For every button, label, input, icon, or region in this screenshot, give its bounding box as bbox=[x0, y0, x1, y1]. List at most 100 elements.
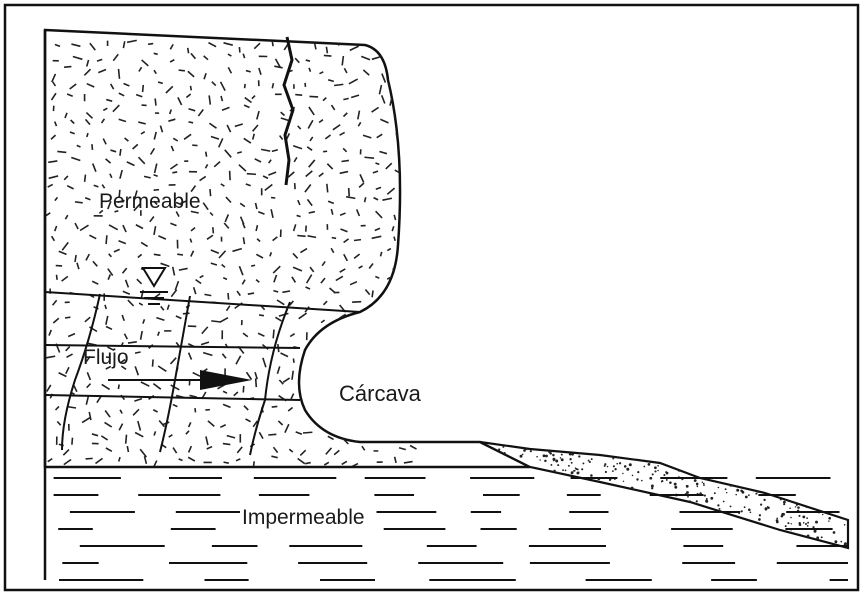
deposit-grain bbox=[769, 529, 771, 531]
deposit-grain bbox=[574, 470, 576, 472]
soil-dash bbox=[342, 160, 349, 161]
deposit-grain bbox=[716, 452, 718, 454]
deposit-grain bbox=[791, 439, 794, 442]
deposit-grain bbox=[817, 489, 819, 491]
deposit-grain bbox=[796, 489, 797, 490]
deposit-grain bbox=[822, 487, 825, 490]
deposit-grain bbox=[798, 515, 800, 517]
deposit-grain bbox=[820, 463, 822, 465]
deposit-grain bbox=[752, 480, 754, 482]
deposit-grain bbox=[553, 458, 556, 461]
deposit-grain bbox=[699, 530, 702, 533]
deposit-grain bbox=[525, 491, 528, 494]
deposit-grain bbox=[567, 532, 568, 533]
deposit-grain bbox=[767, 538, 770, 541]
deposit-grain bbox=[579, 547, 581, 549]
deposit-grain bbox=[791, 537, 793, 539]
deposit-grain bbox=[813, 490, 814, 491]
deposit-grain bbox=[649, 533, 651, 535]
deposit-grain bbox=[677, 441, 680, 444]
deposit-grain bbox=[756, 480, 758, 482]
deposit-grain bbox=[630, 529, 632, 531]
deposit-grain bbox=[566, 486, 568, 488]
deposit-grain bbox=[799, 453, 801, 455]
soil-dash bbox=[362, 434, 369, 435]
deposit-grain bbox=[686, 485, 689, 488]
deposit-grain bbox=[540, 523, 543, 526]
deposit-grain bbox=[561, 505, 562, 506]
deposit-grain bbox=[668, 514, 670, 516]
deposit-grain bbox=[599, 498, 601, 500]
deposit-grain bbox=[775, 530, 777, 532]
soil-dash bbox=[407, 319, 411, 322]
deposit-grain bbox=[810, 443, 812, 445]
deposit-grain bbox=[581, 518, 583, 520]
deposit-grain bbox=[555, 491, 557, 493]
deposit-grain bbox=[848, 479, 851, 482]
deposit-grain bbox=[518, 534, 519, 535]
deposit-grain bbox=[662, 498, 663, 499]
deposit-grain bbox=[542, 549, 544, 551]
deposit-grain bbox=[612, 445, 614, 447]
deposit-grain bbox=[500, 535, 503, 538]
deposit-grain bbox=[692, 444, 695, 447]
deposit-grain bbox=[785, 450, 787, 452]
soil-dash bbox=[385, 369, 392, 371]
deposit-grain bbox=[650, 462, 651, 463]
deposit-grain bbox=[696, 484, 698, 486]
deposit-grain bbox=[706, 526, 708, 528]
soil-dash bbox=[320, 334, 324, 338]
deposit-grain bbox=[669, 544, 671, 546]
deposit-grain bbox=[754, 451, 757, 454]
deposit-grain bbox=[572, 440, 574, 442]
soil-dash bbox=[188, 122, 193, 123]
deposit-grain bbox=[705, 542, 708, 545]
deposit-grain bbox=[643, 466, 645, 468]
deposit-grain bbox=[611, 531, 614, 534]
soil-dash bbox=[190, 86, 191, 90]
deposit-grain bbox=[557, 486, 559, 488]
deposit-grain bbox=[613, 498, 615, 500]
deposit-grain bbox=[814, 530, 817, 533]
deposit-grain bbox=[622, 452, 624, 454]
deposit-grain bbox=[560, 517, 562, 519]
deposit-grain bbox=[625, 445, 627, 447]
deposit-grain bbox=[661, 526, 663, 528]
soil-dash bbox=[322, 408, 326, 415]
deposit-grain bbox=[714, 492, 716, 494]
deposit-grain bbox=[751, 540, 753, 542]
soil-dash bbox=[106, 235, 107, 244]
deposit-grain bbox=[759, 453, 761, 455]
soil-dash bbox=[376, 346, 378, 352]
deposit-grain bbox=[484, 481, 486, 483]
deposit-grain bbox=[615, 442, 617, 444]
deposit-grain bbox=[704, 495, 706, 497]
deposit-grain bbox=[688, 516, 691, 519]
deposit-grain bbox=[560, 548, 562, 550]
soil-dash bbox=[327, 367, 328, 375]
deposit-grain bbox=[618, 515, 620, 517]
deposit-grain bbox=[610, 534, 612, 536]
deposit-grain bbox=[689, 454, 691, 456]
deposit-grain bbox=[654, 466, 657, 469]
deposit-grain bbox=[528, 539, 531, 542]
deposit-grain bbox=[543, 480, 545, 482]
deposit-grain bbox=[824, 473, 826, 475]
deposit-grain bbox=[820, 466, 822, 468]
deposit-grain bbox=[496, 468, 499, 471]
deposit-grain bbox=[830, 471, 832, 473]
deposit-grain bbox=[502, 485, 505, 488]
deposit-grain bbox=[652, 509, 654, 511]
deposit-grain bbox=[847, 494, 850, 497]
deposit-grain bbox=[801, 443, 803, 445]
soil-dash bbox=[127, 446, 128, 452]
deposit-grain bbox=[547, 501, 550, 504]
deposit-grain bbox=[541, 492, 543, 494]
deposit-grain bbox=[813, 442, 815, 444]
deposit-grain bbox=[629, 520, 631, 522]
deposit-grain bbox=[494, 523, 497, 526]
deposit-grain bbox=[833, 531, 836, 534]
soil-dash bbox=[259, 315, 264, 316]
deposit-grain bbox=[694, 469, 697, 472]
deposit-grain bbox=[563, 485, 565, 487]
